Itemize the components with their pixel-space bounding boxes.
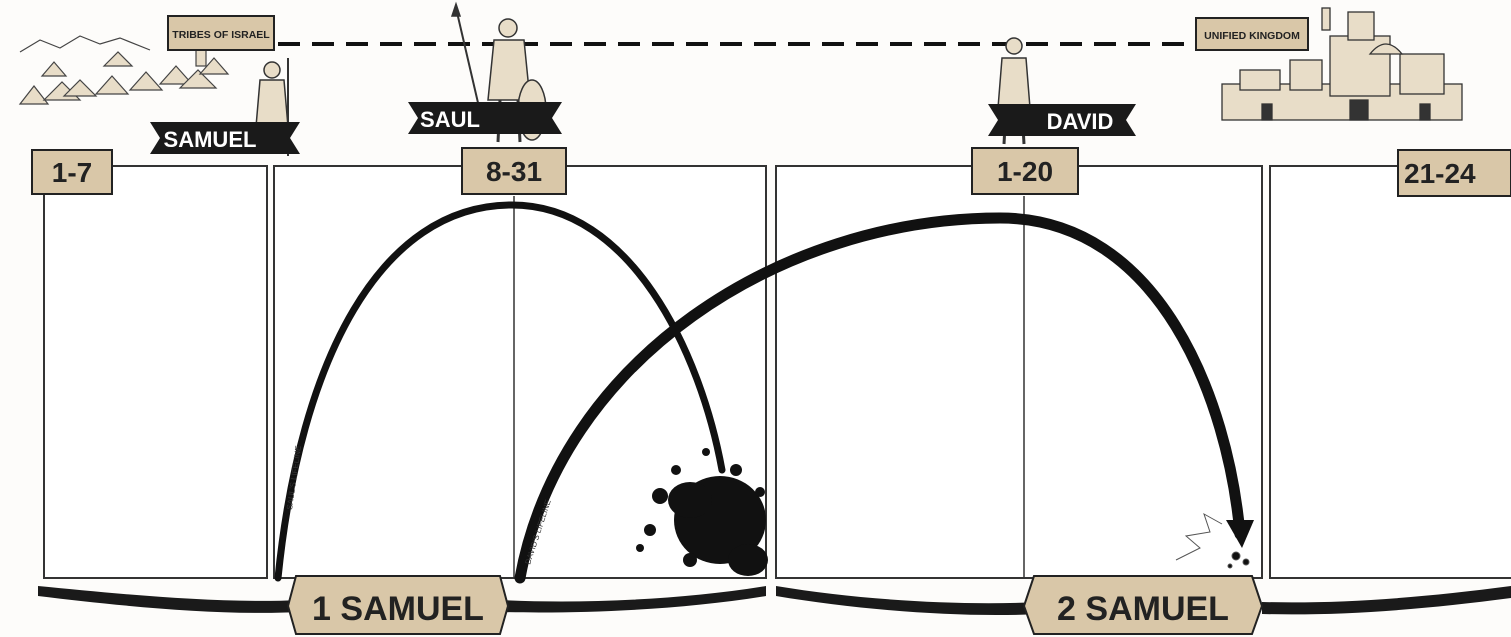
samuel-banner: SAMUEL [150, 122, 300, 154]
samuel-banner-text: SAMUEL [164, 127, 257, 152]
tribes-label: TRIBES OF ISRAEL [168, 16, 274, 50]
range-tag-2: 8-31 [462, 148, 566, 194]
panel-3 [776, 166, 1262, 578]
bottom-ribbons [38, 586, 1511, 615]
book-label-1-text: 1 SAMUEL [312, 590, 484, 628]
unified-kingdom-label-text: UNIFIED KINGDOM [1204, 30, 1300, 42]
panel-4 [1270, 166, 1511, 578]
panels [44, 166, 1511, 578]
range-tag-1: 1-7 [32, 150, 112, 194]
book-label-2: 2 SAMUEL [1024, 576, 1262, 634]
book-label-2-text: 2 SAMUEL [1057, 590, 1229, 628]
range-tag-3: 1-20 [972, 148, 1078, 194]
range-tag-1-text: 1-7 [52, 157, 92, 188]
saul-banner-text: SAUL [420, 107, 480, 132]
book-label-1: 1 SAMUEL [288, 576, 508, 634]
range-tag-2-text: 8-31 [486, 156, 542, 187]
tribes-label-text: TRIBES OF ISRAEL [172, 29, 270, 41]
saul-banner: SAUL [408, 102, 562, 134]
david-banner: DAVID [988, 104, 1136, 136]
unified-kingdom-label: UNIFIED KINGDOM [1196, 18, 1308, 50]
panel-1 [44, 166, 267, 578]
david-banner-text: DAVID [1047, 109, 1114, 134]
range-tag-4: 21-24 [1398, 150, 1511, 196]
range-tag-4-text: 21-24 [1404, 158, 1476, 189]
range-tag-3-text: 1-20 [997, 156, 1053, 187]
